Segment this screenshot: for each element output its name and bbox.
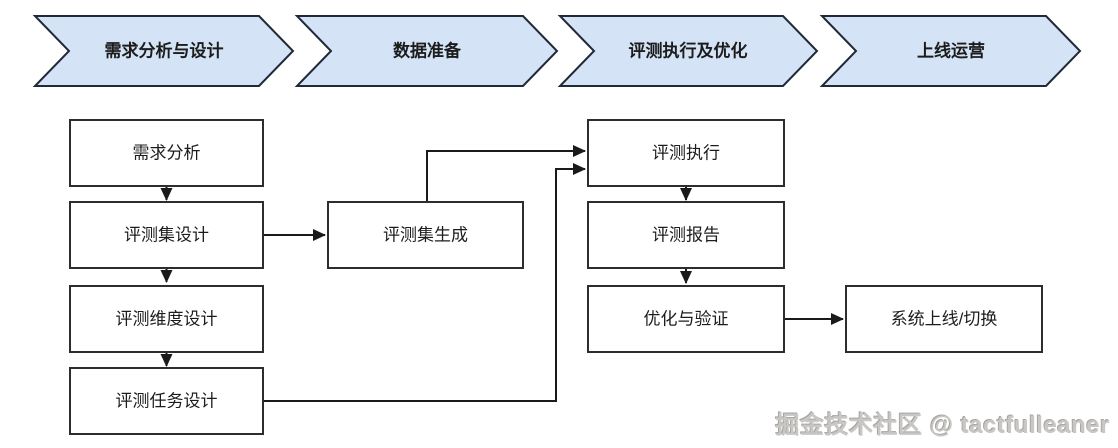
node-label-eval-dimension-design: 评测维度设计 xyxy=(116,310,218,329)
phase-bar: 需求分析与设计 数据准备 评测执行及优化 上线运营 xyxy=(32,15,1082,87)
node-label-optimize-verify: 优化与验证 xyxy=(644,310,729,329)
phase-label-requirements-design: 需求分析与设计 xyxy=(105,41,224,61)
node-eval-set-generation xyxy=(327,201,524,269)
phase-chevron-data-preparation xyxy=(294,15,559,87)
phase-label-launch-operation: 上线运营 xyxy=(917,41,985,61)
phase-label-data-preparation: 数据准备 xyxy=(393,41,462,61)
phase-chevron-launch-operation xyxy=(819,15,1082,87)
node-eval-task-design xyxy=(69,367,264,435)
node-label-eval-set-generation: 评测集生成 xyxy=(383,226,468,245)
node-label-eval-execution: 评测执行 xyxy=(652,144,720,163)
node-label-system-launch: 系统上线/切换 xyxy=(891,310,998,329)
node-label-eval-report: 评测报告 xyxy=(652,226,720,245)
node-optimize-verify xyxy=(587,285,785,353)
flow-edges xyxy=(160,145,844,402)
watermark-text: 掘金技术社区 @ tactfulleaner xyxy=(775,412,1110,439)
node-label-requirement-analysis: 需求分析 xyxy=(133,144,201,163)
node-eval-dimension-design xyxy=(69,285,264,353)
phase-chevron-evaluation-optimization xyxy=(557,15,819,87)
node-requirement-analysis xyxy=(69,119,264,187)
phase-label-evaluation-optimization: 评测执行及优化 xyxy=(629,41,748,61)
node-label-eval-set-design: 评测集设计 xyxy=(124,226,209,245)
node-eval-report xyxy=(587,201,785,269)
flow-nodes: 需求分析 评测集设计 评测维度设计 评测任务设计 评测集生成 评测执行 评测报告… xyxy=(69,119,1043,435)
node-label-eval-task-design: 评测任务设计 xyxy=(116,392,218,411)
node-eval-execution xyxy=(587,119,785,187)
node-system-launch xyxy=(845,285,1043,353)
arrow-generation-to-execution xyxy=(426,145,586,202)
arrow-task-to-execution xyxy=(263,163,586,402)
node-eval-set-design xyxy=(69,201,264,269)
phase-chevron-requirements-design xyxy=(32,15,295,87)
